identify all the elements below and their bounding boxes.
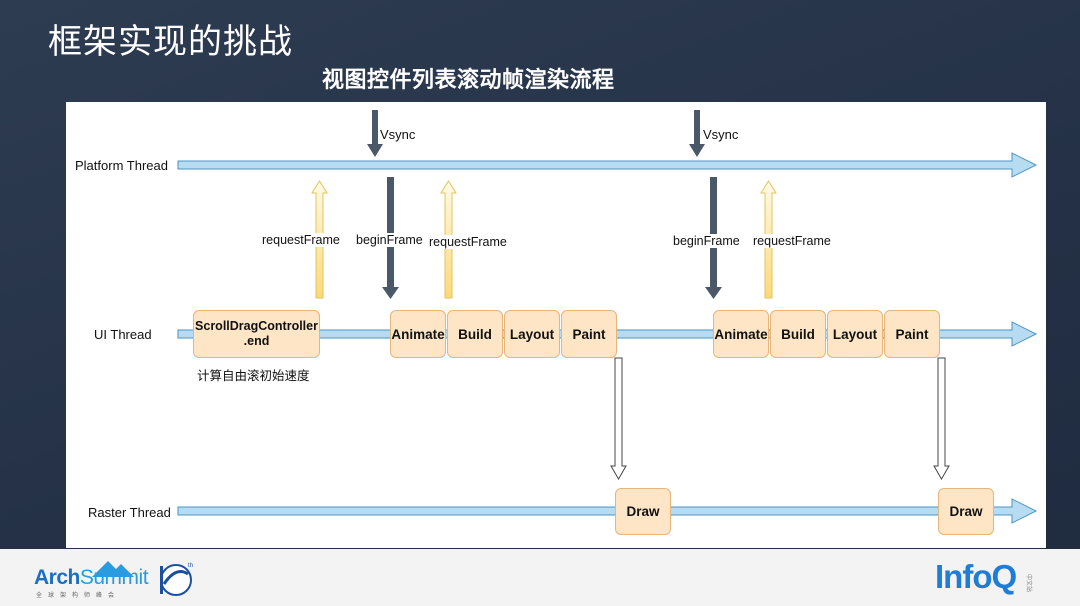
request-frame-label-2: requestFrame — [429, 235, 507, 249]
badge-suffix: th — [188, 563, 194, 569]
frame1-animate-box: Animate — [390, 310, 446, 358]
frame2-animate-box: Animate — [713, 310, 769, 358]
slide-title: 框架实现的挑战 — [48, 22, 293, 62]
arch-logo-text-b: Summit — [79, 566, 149, 589]
slide-subtitle: 视图控件列表滚动帧渲染流程 — [322, 68, 615, 93]
scroll-drag-controller-line1: ScrollDragController — [195, 319, 318, 333]
vsync-arrow-1 — [367, 110, 383, 157]
paint-to-draw-arrow-1 — [610, 357, 627, 481]
frame1-build-box: Build — [447, 310, 503, 358]
infoq-logo: InfoQ — [935, 558, 1017, 595]
vsync-label-1: Vsync — [380, 127, 416, 142]
vsync-label-2: Vsync — [703, 127, 739, 142]
arch-summit-mountain-icon — [92, 561, 134, 577]
infoq-subtitle: 中文站 — [1025, 574, 1032, 593]
vsync-arrow-2 — [689, 110, 705, 157]
ui-thread-label: UI Thread — [94, 327, 152, 342]
draw-box-2: Draw — [938, 488, 994, 535]
raster-thread-label: Raster Thread — [88, 505, 171, 520]
frame2-paint-box: Paint — [884, 310, 940, 358]
arch-summit-subtitle: 全球架构师峰会 — [36, 592, 121, 599]
platform-thread-timeline — [177, 152, 1038, 178]
arch-logo-text-a: Arch — [34, 566, 80, 589]
paint-to-draw-arrow-2 — [933, 357, 950, 481]
frame2-build-box: Build — [770, 310, 826, 358]
scroll-drag-controller-line2: .end — [243, 334, 270, 348]
frame1-paint-box: Paint — [561, 310, 617, 358]
draw-box-1: Draw — [615, 488, 671, 535]
request-frame-label-1: requestFrame — [262, 233, 340, 247]
scroll-velocity-note: 计算自由滚初始速度 — [197, 368, 310, 383]
begin-frame-label-1: beginFrame — [356, 233, 423, 247]
frame1-layout-box: Layout — [504, 310, 560, 358]
scroll-drag-controller-box: ScrollDragController .end — [193, 310, 320, 358]
raster-thread-timeline — [177, 498, 1038, 524]
begin-frame-label-2: beginFrame — [673, 234, 740, 248]
frame2-layout-box: Layout — [827, 310, 883, 358]
request-frame-label-3: requestFrame — [753, 234, 831, 248]
arch-summit-logo: ArchSummit — [34, 566, 149, 590]
platform-thread-label: Platform Thread — [75, 158, 168, 173]
